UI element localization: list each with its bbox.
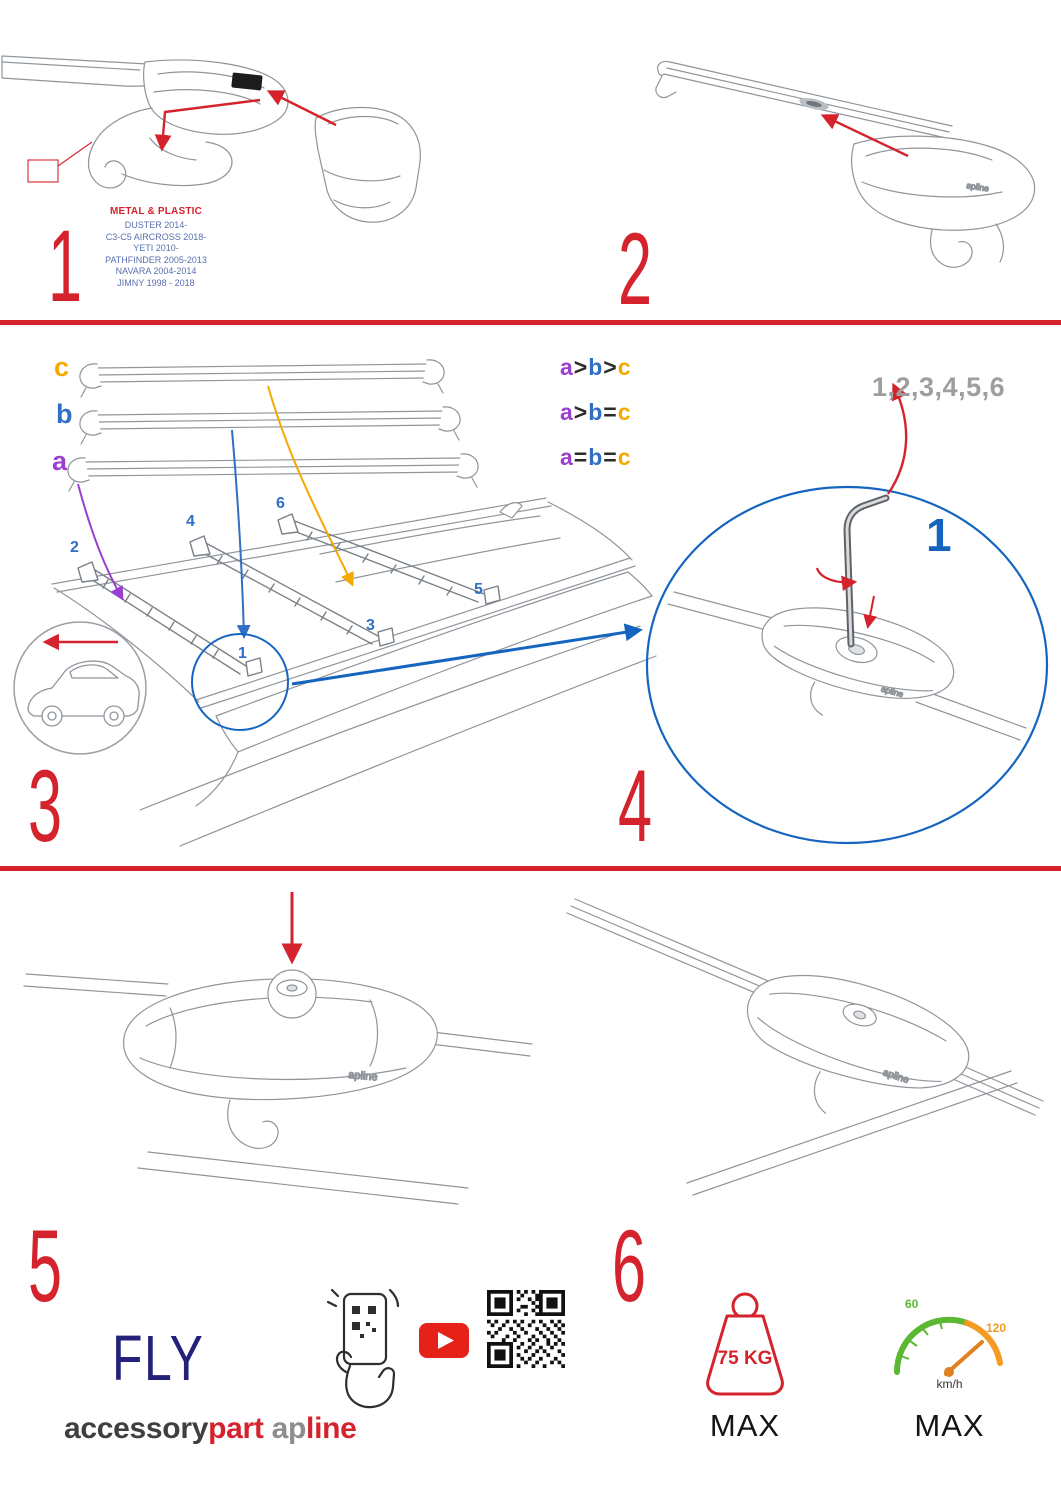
position-number-6: 6 xyxy=(276,495,285,512)
material-label: METAL & PLASTIC xyxy=(109,206,203,217)
start-position-callout: 1 xyxy=(926,509,952,561)
allen-key-drawing xyxy=(843,494,890,648)
qr-code-icon xyxy=(487,1290,565,1368)
foot-shell-drawing: apline xyxy=(123,969,438,1149)
crossbar-profile-drawing xyxy=(655,60,953,139)
legend-token: > xyxy=(573,354,589,380)
hand-scanning-phone-icon xyxy=(326,1288,400,1409)
bar-label-b: b xyxy=(56,399,73,429)
legend-token: > xyxy=(573,399,589,425)
speed-orange-label: 120 xyxy=(986,1321,1007,1335)
foot-shell-drawing: apline xyxy=(851,135,1036,268)
brand-accessory: accessory xyxy=(64,1412,209,1445)
legend-token: a xyxy=(560,399,574,425)
max-load-weight-icon: 75 KG xyxy=(706,1292,784,1396)
car-direction-inset xyxy=(13,621,147,755)
step4-number: 4 xyxy=(618,749,653,863)
turn-arrows xyxy=(815,382,908,629)
position1-highlight-circle xyxy=(191,633,289,731)
brand-part: part xyxy=(208,1412,264,1445)
speed-unit-label: km/h xyxy=(936,1377,963,1391)
step2-bar-insertion-drawing: apline xyxy=(655,60,1036,268)
model-line: NAVARA 2004-2014 xyxy=(115,266,197,277)
position-number-1: 1 xyxy=(238,645,247,662)
clamp-claw-drawing xyxy=(87,107,233,189)
length-legend-row-2: a>b=c xyxy=(560,401,632,424)
brand-ap: ap xyxy=(271,1412,307,1445)
model-line: PATHFINDER 2005-2013 xyxy=(105,254,207,265)
model-line: JIMNY 1998 - 2018 xyxy=(117,277,195,288)
weight-max-label: MAX xyxy=(709,1408,781,1443)
brand-wordmark: accessorypart apline xyxy=(64,1414,357,1444)
step4-tightening-detail-drawing: apline xyxy=(645,382,1049,845)
foot-shell-drawing: apline xyxy=(761,607,955,716)
legend-token: > xyxy=(603,354,618,380)
step1-clamp-exploded-drawing xyxy=(1,55,421,223)
part-logo-text: apline xyxy=(348,1069,378,1084)
bar-label-c: c xyxy=(54,352,70,382)
tightening-sequence: 1,2,3,4,5,6 xyxy=(872,372,1006,402)
insert-arrow xyxy=(820,114,909,158)
legend-token: a xyxy=(560,354,574,380)
position-number-4: 4 xyxy=(186,513,195,530)
speed-green-label: 60 xyxy=(905,1297,919,1311)
speed-max-label: MAX xyxy=(914,1408,985,1443)
callout-box xyxy=(27,141,93,183)
step5-number: 5 xyxy=(28,1209,63,1323)
position-number-5: 5 xyxy=(474,581,483,598)
section-divider xyxy=(0,320,1061,325)
step3-number: 3 xyxy=(28,749,63,863)
model-line: DUSTER 2014- xyxy=(124,220,188,230)
crossbar-a-drawing xyxy=(67,453,479,492)
legend-token: = xyxy=(573,444,589,470)
assembly-arrows xyxy=(154,90,337,152)
logo-badge xyxy=(231,72,263,91)
rail-drawing xyxy=(23,973,533,1205)
rail-drawing xyxy=(667,591,1027,741)
step2-number: 2 xyxy=(618,212,653,326)
legend-token: b xyxy=(588,399,604,425)
length-legend-row-1: a>b>c xyxy=(560,356,632,379)
position-number-2: 2 xyxy=(70,539,79,556)
section-divider xyxy=(0,866,1061,871)
car-roof-drawing xyxy=(51,497,657,847)
legend-token: b xyxy=(588,444,604,470)
weight-limit-text: 75 KG xyxy=(718,1348,773,1369)
legend-token: a xyxy=(560,444,574,470)
length-legend-row-3: a=b=c xyxy=(560,446,632,469)
legend-token: = xyxy=(603,444,618,470)
step6-number: 6 xyxy=(612,1209,647,1323)
model-line: YETI 2010- xyxy=(133,243,179,254)
step3-roof-layout-drawing xyxy=(13,359,657,847)
brand-line: line xyxy=(306,1412,357,1445)
max-speed-gauge-icon xyxy=(893,1316,1003,1377)
crossbar-b-drawing xyxy=(79,406,461,445)
legend-token: b xyxy=(588,354,604,380)
bar-label-a: a xyxy=(52,446,68,476)
mounted-crossbars-drawing xyxy=(77,513,501,677)
step5-knob-press-drawing: apline xyxy=(23,892,533,1205)
legend-token: = xyxy=(603,399,618,425)
phone-qr-screen xyxy=(352,1306,376,1338)
legend-token: c xyxy=(617,354,632,380)
model-list: DUSTER 2014- C3-C5 AIRCROSS 2018- YETI 2… xyxy=(75,220,237,290)
youtube-icon xyxy=(419,1323,469,1358)
product-name: FLY xyxy=(112,1322,205,1394)
length-guide-curves xyxy=(77,385,354,639)
part-logo-text: apline xyxy=(966,180,990,193)
foot-shell-drawing: apline xyxy=(746,974,970,1114)
zoom-circle xyxy=(645,485,1049,845)
position-number-3: 3 xyxy=(366,617,375,634)
model-line: C3-C5 AIRCROSS 2018- xyxy=(105,231,207,242)
crossbar-c-drawing xyxy=(79,359,445,398)
step1-number: 1 xyxy=(48,209,83,323)
vehicle-compatibility: METAL & PLASTIC DUSTER 2014- C3-C5 AIRCR… xyxy=(75,206,237,290)
legend-token: c xyxy=(617,399,632,425)
step6-assembled-foot-drawing: apline xyxy=(566,898,1044,1196)
legend-token: c xyxy=(617,444,632,470)
crossbar-end-drawing xyxy=(1,55,289,135)
zoom-arrow xyxy=(291,623,643,686)
plastic-cover-drawing xyxy=(314,106,421,223)
